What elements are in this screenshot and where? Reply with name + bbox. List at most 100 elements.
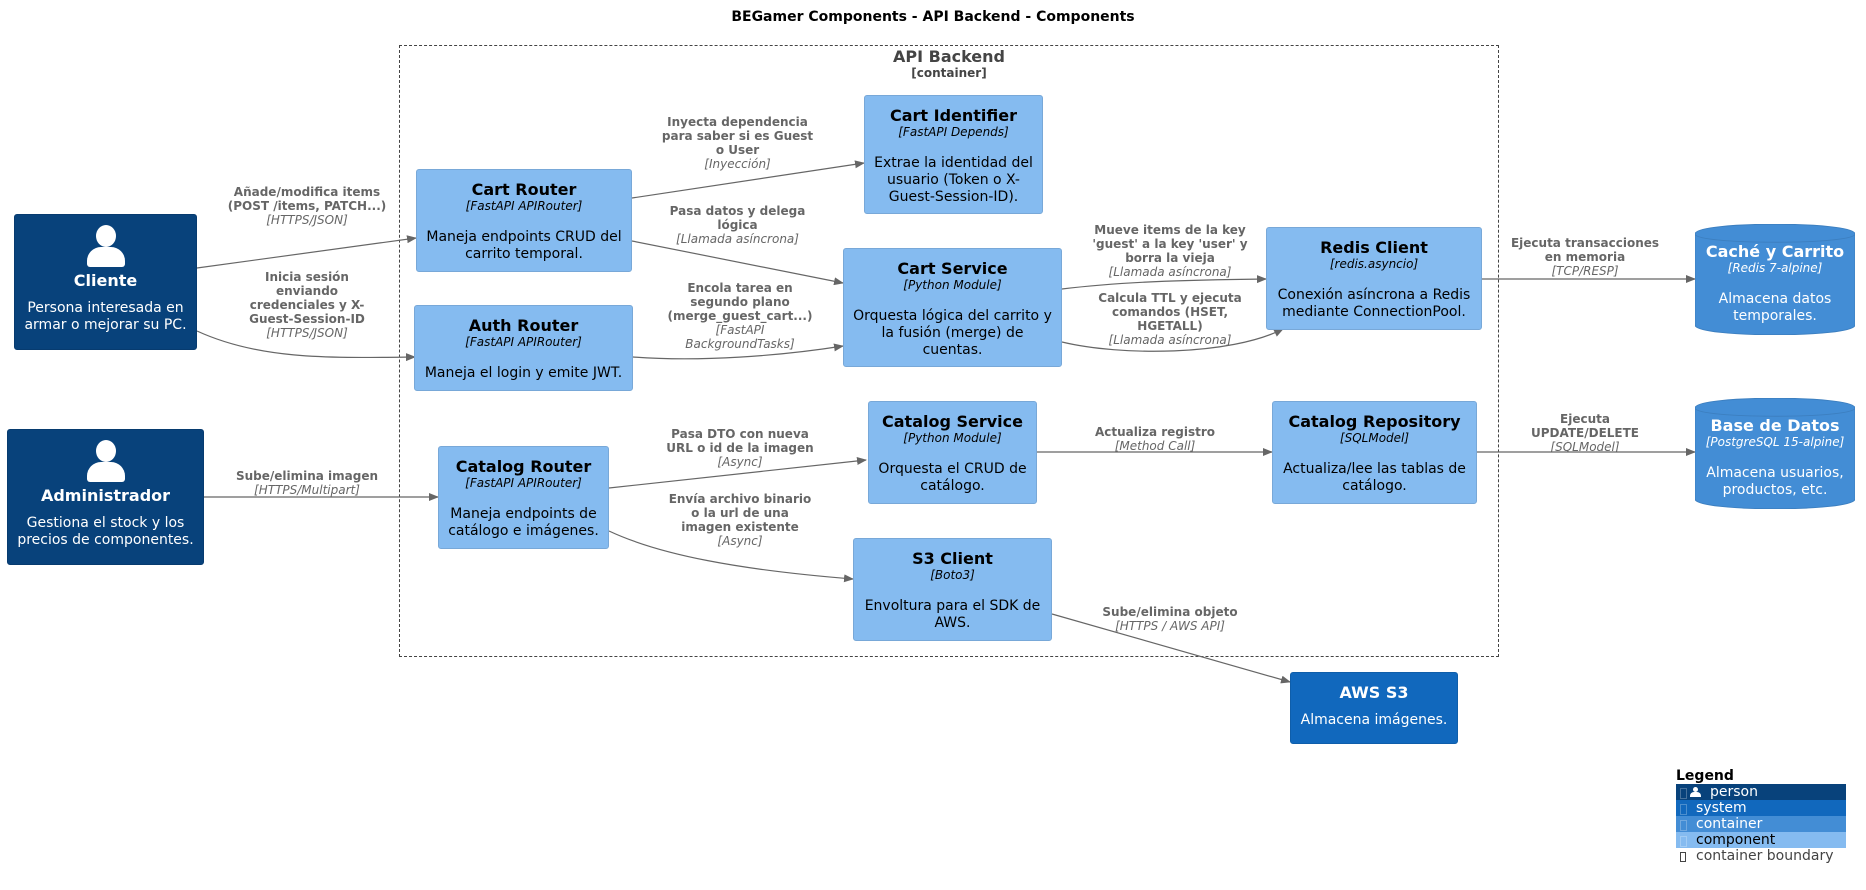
relation-label: Pasa DTO con nueva URL o id de la imagen…	[660, 427, 820, 469]
node-name: Cart Router	[471, 180, 577, 199]
relation-label: Envía archivo binario o la url de una im…	[665, 492, 815, 548]
relation-label: Inicia sesión enviando credenciales y X-…	[232, 270, 382, 340]
legend-label: container	[1696, 816, 1763, 832]
node-technology: [Boto3]	[930, 568, 975, 582]
node-description: Orquesta lógica del carrito y la fusión …	[853, 308, 1052, 358]
relation-technology: [Method Call]	[1114, 439, 1196, 453]
relation-technology: [Async]	[717, 455, 763, 469]
node-description: Maneja endpoints CRUD del carrito tempor…	[426, 229, 622, 262]
legend-swatch	[1680, 852, 1686, 862]
relation-technology: [HTTPS/JSON]	[266, 213, 348, 227]
legend-swatch	[1680, 804, 1687, 815]
relation-technology: [Llamada asíncrona]	[676, 232, 799, 246]
relation-text: Añade/modifica items (POST /items, PATCH…	[227, 185, 387, 213]
node-name: Caché y Carrito	[1705, 242, 1845, 261]
relation-label: Pasa datos y delega lógica [Llamada asín…	[660, 204, 815, 246]
component-catalog-repository[interactable]: Catalog Repository [SQLModel] Actualiza/…	[1272, 401, 1477, 504]
relation-text: Pasa DTO con nueva URL o id de la imagen	[666, 427, 814, 455]
relation-label: Sube/elimina objeto [HTTPS / AWS API]	[1090, 605, 1250, 633]
relation-technology: [Inyección]	[704, 157, 771, 171]
node-technology: [FastAPI APIRouter]	[465, 476, 582, 490]
relation-text: Ejecuta transacciones en memoria	[1510, 236, 1660, 264]
cylinder-icon	[1695, 398, 1855, 509]
relation-text: Calcula TTL y ejecuta comandos (HSET, HG…	[1098, 291, 1242, 333]
relation-technology: [Llamada asíncrona]	[1108, 265, 1232, 279]
relation-technology: [TCP/RESP]	[1551, 264, 1619, 278]
person-icon	[86, 440, 126, 482]
node-description: Envoltura para el SDK de AWS.	[864, 598, 1041, 631]
node-name: Catalog Repository	[1288, 412, 1461, 431]
relation-label: Ejecuta UPDATE/DELETE [SQLModel]	[1515, 412, 1655, 454]
component-catalog-service[interactable]: Catalog Service [Python Module] Orquesta…	[868, 401, 1037, 504]
node-technology: [PostgreSQL 15-alpine]	[1705, 435, 1845, 449]
node-technology: [FastAPI Depends]	[898, 125, 1009, 139]
legend-label: component	[1696, 832, 1776, 848]
relation-technology: [HTTPS / AWS API]	[1115, 619, 1225, 633]
component-cart-service[interactable]: Cart Service [Python Module] Orquesta ló…	[843, 248, 1062, 367]
api-backend-boundary: API Backend [container]	[399, 45, 1499, 657]
node-technology: [Redis 7-alpine]	[1727, 261, 1823, 275]
relation-technology: [HTTPS/JSON]	[266, 326, 348, 340]
node-description: Gestiona el stock y los precios de compo…	[17, 515, 194, 548]
edge-catalog-router-s3-client	[608, 530, 854, 583]
boundary-type: [container]	[911, 66, 987, 80]
legend-item-container-boundary: container boundary	[1676, 848, 1846, 864]
component-cart-identifier[interactable]: Cart Identifier [FastAPI Depends] Extrae…	[864, 95, 1043, 214]
node-name: Auth Router	[468, 316, 579, 335]
component-auth-router[interactable]: Auth Router [FastAPI APIRouter] Maneja e…	[414, 305, 633, 391]
node-name: Catalog Router	[455, 457, 592, 476]
legend-swatch	[1680, 836, 1687, 847]
relation-text: Envía archivo binario o la url de una im…	[668, 492, 812, 534]
relation-technology: [SQLModel]	[1550, 440, 1620, 454]
relation-text: Ejecuta UPDATE/DELETE	[1530, 412, 1639, 440]
node-name: Catalog Service	[882, 412, 1023, 431]
node-name: Cart Service	[897, 259, 1008, 278]
person-cliente[interactable]: Cliente Persona interesada en armar o me…	[14, 214, 197, 350]
relation-text: Encola tarea en segundo plano (merge_gue…	[667, 281, 813, 323]
component-s3-client[interactable]: S3 Client [Boto3] Envoltura para el SDK …	[853, 538, 1052, 641]
component-catalog-router[interactable]: Catalog Router [FastAPI APIRouter] Manej…	[438, 446, 609, 549]
system-aws-s3[interactable]: AWS S3 Almacena imágenes.	[1290, 672, 1458, 744]
relation-label: Añade/modifica items (POST /items, PATCH…	[222, 185, 392, 227]
node-description: Almacena imágenes.	[1300, 712, 1448, 728]
legend-label: container boundary	[1696, 848, 1834, 864]
person-administrador[interactable]: Administrador Gestiona el stock y los pr…	[7, 429, 204, 565]
legend-swatch	[1680, 788, 1687, 799]
legend-item-system: system	[1676, 800, 1846, 816]
node-description: Actualiza/lee las tablas de catálogo.	[1283, 461, 1466, 494]
legend-label: person	[1710, 784, 1758, 800]
node-technology: [FastAPI APIRouter]	[465, 335, 582, 349]
database-cache[interactable]: Caché y Carrito [Redis 7-alpine] Almacen…	[1695, 224, 1855, 335]
relation-text: Sube/elimina objeto	[1102, 605, 1238, 619]
database-base-de-datos[interactable]: Base de Datos [PostgreSQL 15-alpine] Alm…	[1695, 398, 1855, 509]
edge-cart-service-redis-client-1	[1061, 275, 1267, 290]
node-description: Orquesta el CRUD de catálogo.	[878, 461, 1027, 494]
component-redis-client[interactable]: Redis Client [redis.asyncio] Conexión as…	[1266, 227, 1482, 330]
edge-catalog-router-catalog-service	[608, 456, 867, 489]
node-technology: [SQLModel]	[1339, 431, 1410, 445]
legend-item-container: container	[1676, 816, 1846, 832]
node-name: Administrador	[40, 486, 171, 505]
node-description: Maneja endpoints de catálogo e imágenes.	[448, 506, 599, 539]
relation-text: Inicia sesión enviando credenciales y X-…	[249, 270, 365, 326]
legend-label: system	[1696, 800, 1747, 816]
edge-cart-service-redis-client-2	[1061, 328, 1284, 352]
node-description: Almacena usuarios, productos, etc.	[1706, 465, 1844, 498]
legend-swatch	[1680, 820, 1687, 831]
relation-label: Calcula TTL y ejecuta comandos (HSET, HG…	[1090, 291, 1250, 347]
node-name: Redis Client	[1320, 238, 1428, 257]
edge-cart-router-cart-service	[631, 240, 844, 286]
relation-technology: [Async]	[717, 534, 763, 548]
node-name: AWS S3	[1339, 683, 1409, 702]
relation-label: Inyecta dependencia para saber si es Gue…	[660, 115, 815, 171]
edge-s3-client-aws-s3	[1051, 613, 1291, 684]
relation-text: Pasa datos y delega lógica	[669, 204, 806, 232]
relation-label: Mueve items de la key 'guest' a la key '…	[1090, 223, 1250, 279]
legend-item-person: person	[1676, 784, 1846, 800]
node-name: Base de Datos	[1710, 416, 1840, 435]
relation-label: Sube/elimina imagen [HTTPS/Multipart]	[222, 469, 392, 497]
relation-label: Encola tarea en segundo plano (merge_gue…	[660, 281, 820, 351]
edge-cart-router-cart-identifier	[631, 160, 865, 199]
component-cart-router[interactable]: Cart Router [FastAPI APIRouter] Maneja e…	[416, 169, 632, 272]
